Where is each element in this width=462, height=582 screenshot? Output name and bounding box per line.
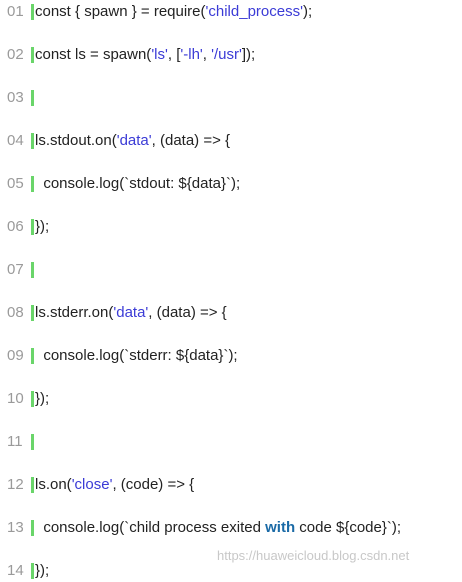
line-number: 05 <box>7 175 24 192</box>
code-text: }); <box>35 216 49 238</box>
line-number: 04 <box>7 132 24 149</box>
watermark: https://huaweicloud.blog.csdn.net <box>217 548 410 563</box>
code-token: const ls = spawn( <box>35 46 152 63</box>
line-number: 06 <box>7 218 24 235</box>
code-token: ls.stderr.on( <box>35 304 114 321</box>
code-text: console.log(`child process exited with c… <box>35 517 401 539</box>
code-line: 09 console.log(`stderr: ${data}`); <box>0 345 462 367</box>
code-token: , (data) => { <box>148 304 227 321</box>
gutter-change-marker <box>31 133 34 149</box>
code-line: 04 ls.stdout.on('data', (data) => { <box>0 130 462 152</box>
string-literal: 'child_process' <box>205 3 303 20</box>
gutter-change-marker <box>31 348 34 364</box>
gutter-change-marker <box>31 305 34 321</box>
line-number: 03 <box>7 89 24 106</box>
gutter-change-marker <box>31 563 34 579</box>
code-text: ls.stdout.on('data', (data) => { <box>35 130 230 152</box>
code-token: ]); <box>241 46 256 63</box>
line-number: 07 <box>7 261 24 278</box>
gutter-change-marker <box>31 391 34 407</box>
code-token: }); <box>35 562 50 579</box>
string-literal: 'close' <box>71 476 113 493</box>
line-number: 09 <box>7 347 24 364</box>
gutter-change-marker <box>31 219 34 235</box>
code-line: 14}); <box>0 560 462 582</box>
code-text: ls.stderr.on('data', (data) => { <box>35 302 227 324</box>
code-text: const { spawn } = require('child_process… <box>35 1 312 23</box>
code-line: 12 ls.on('close', (code) => { <box>0 474 462 496</box>
gutter-change-marker <box>31 477 34 493</box>
code-text: const ls = spawn('ls', ['-lh', '/usr']); <box>35 44 255 66</box>
gutter-change-marker <box>31 90 34 106</box>
code-line: 05 console.log(`stdout: ${data}`); <box>0 173 462 195</box>
string-literal: '-lh' <box>180 46 203 63</box>
code-line: 01 const { spawn } = require('child_proce… <box>0 1 462 23</box>
code-text: console.log(`stderr: ${data}`); <box>35 345 238 367</box>
code-line: 10}); <box>0 388 462 410</box>
string-literal: 'data' <box>116 132 152 149</box>
gutter-change-marker <box>31 520 34 536</box>
code-token: console.log(`child process exited <box>35 519 266 536</box>
gutter-change-marker <box>31 4 34 20</box>
code-line: 08 ls.stderr.on('data', (data) => { <box>0 302 462 324</box>
code-token: , (code) => { <box>112 476 195 493</box>
string-literal: '/usr' <box>211 46 242 63</box>
line-number: 12 <box>7 476 24 493</box>
code-token: ls.on( <box>35 476 72 493</box>
line-number: 02 <box>7 46 24 63</box>
code-text: ls.on('close', (code) => { <box>35 474 194 496</box>
code-text: }); <box>35 560 49 582</box>
string-literal: 'ls' <box>151 46 168 63</box>
code-line: 03 <box>0 87 462 109</box>
gutter-change-marker <box>31 47 34 63</box>
code-token: ls.stdout.on( <box>35 132 117 149</box>
code-token: , <box>202 46 212 63</box>
line-number: 11 <box>7 433 23 450</box>
code-line: 02 const ls = spawn('ls', ['-lh', '/usr']… <box>0 44 462 66</box>
gutter-change-marker <box>31 262 34 278</box>
code-text: console.log(`stdout: ${data}`); <box>35 173 240 195</box>
code-token: , (data) => { <box>151 132 231 149</box>
code-line: 11 <box>0 431 462 453</box>
gutter-change-marker <box>31 434 34 450</box>
code-line: 07 <box>0 259 462 281</box>
code-token: console.log(`stdout: ${data}`); <box>35 175 241 192</box>
line-number: 14 <box>7 562 24 579</box>
code-token: }); <box>35 218 50 235</box>
code-line: 13 console.log(`child process exited wit… <box>0 517 462 539</box>
code-line: 06}); <box>0 216 462 238</box>
string-literal: 'data' <box>113 304 149 321</box>
line-number: 01 <box>7 3 24 20</box>
code-token: const { spawn } = require( <box>35 3 206 20</box>
code-text: }); <box>35 388 49 410</box>
line-number: 10 <box>7 390 24 407</box>
code-token: , [ <box>167 46 181 63</box>
line-number: 13 <box>7 519 24 536</box>
code-token: ); <box>302 3 313 20</box>
code-token: code ${code}`); <box>295 519 402 536</box>
line-number: 08 <box>7 304 24 321</box>
gutter-change-marker <box>31 176 34 192</box>
keyword-token: with <box>265 519 296 536</box>
code-token: console.log(`stderr: ${data}`); <box>35 347 238 364</box>
code-token: }); <box>35 390 50 407</box>
